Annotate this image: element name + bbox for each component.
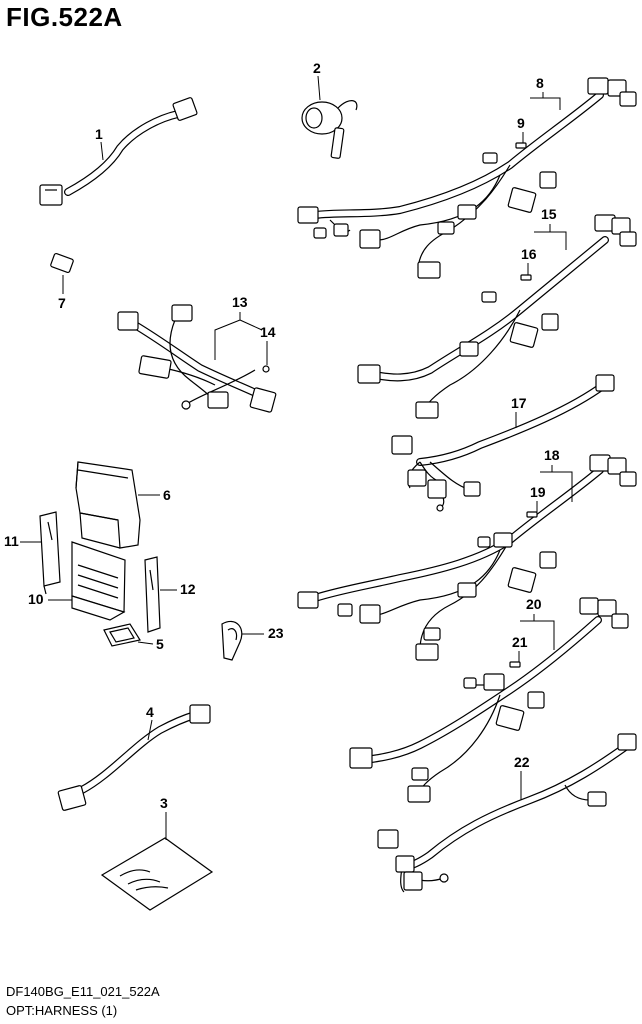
callout-5: 5 <box>156 636 164 652</box>
callout-2: 2 <box>313 60 321 76</box>
part-20-harness[interactable] <box>349 597 629 803</box>
part-17-harness[interactable] <box>391 374 615 512</box>
callout-22: 22 <box>514 754 530 770</box>
callout-3: 3 <box>160 795 168 811</box>
callout-21: 21 <box>512 634 528 650</box>
part-13-harness[interactable] <box>117 304 277 413</box>
figure-caption: OPT:HARNESS (1) <box>6 1003 118 1018</box>
part-6-cover[interactable] <box>75 461 141 549</box>
figure-code: DF140BG_E11_021_522A <box>6 984 160 999</box>
part-10-ecu[interactable] <box>71 541 126 621</box>
part-3-bag[interactable] <box>100 837 214 911</box>
callout-17: 17 <box>511 395 527 411</box>
part-18-harness[interactable] <box>297 454 637 661</box>
part-7-connector[interactable] <box>50 252 74 274</box>
callout-11: 11 <box>4 533 19 549</box>
callout-7: 7 <box>58 295 66 311</box>
part-2-cap[interactable] <box>301 100 358 159</box>
part-22-harness[interactable] <box>377 733 637 893</box>
callout-20: 20 <box>526 596 542 612</box>
part-8-harness[interactable] <box>297 77 637 279</box>
part-11-bracket[interactable] <box>39 511 61 595</box>
part-23-clamp[interactable] <box>221 620 243 661</box>
callout-6: 6 <box>163 487 171 503</box>
callout-15: 15 <box>541 206 557 222</box>
callout-16: 16 <box>521 246 537 262</box>
callout-4: 4 <box>146 704 154 720</box>
callout-8: 8 <box>536 75 544 91</box>
figure-title: FIG.522A <box>6 2 123 32</box>
callout-14: 14 <box>260 324 276 340</box>
callout-19: 19 <box>530 484 546 500</box>
callout-9: 9 <box>517 115 525 131</box>
callout-12: 12 <box>180 581 196 597</box>
part-5-pad[interactable] <box>103 623 141 647</box>
part-12-bracket[interactable] <box>144 556 161 633</box>
part-15-harness[interactable] <box>357 214 637 419</box>
part-4-harness[interactable] <box>57 704 211 811</box>
callout-1: 1 <box>95 126 103 142</box>
part-1-harness[interactable] <box>39 97 198 206</box>
callout-10: 10 <box>28 591 44 607</box>
callout-18: 18 <box>544 447 560 463</box>
callout-23: 23 <box>268 625 284 641</box>
callout-13: 13 <box>232 294 248 310</box>
